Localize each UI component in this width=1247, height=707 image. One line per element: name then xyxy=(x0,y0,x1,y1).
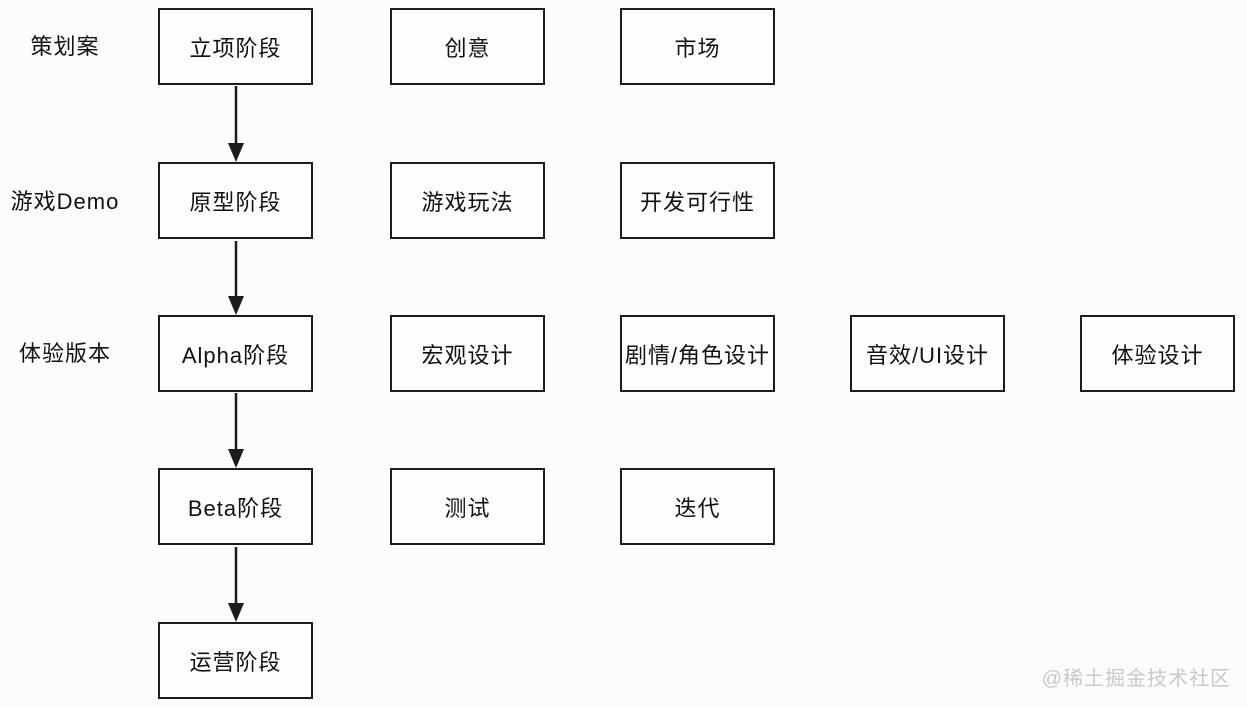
watermark: @稀土掘金技术社区 xyxy=(1041,668,1231,690)
flow-box-experience-design: 体验设计 xyxy=(1080,315,1235,392)
flow-box-label: 体验设计 xyxy=(1111,342,1204,368)
flow-box-alpha: Alpha阶段 xyxy=(158,315,313,392)
flow-arrow-alpha-to-beta xyxy=(228,393,244,468)
flow-box-market: 市场 xyxy=(620,8,775,85)
row-label-planning-doc: 策划案 xyxy=(30,34,100,59)
flow-box-project-initiation: 立项阶段 xyxy=(158,8,313,85)
flow-box-label: 迭代 xyxy=(674,495,721,521)
flow-box-prototype: 原型阶段 xyxy=(158,162,313,239)
flow-box-macro-design: 宏观设计 xyxy=(390,315,545,392)
flow-box-dev-feasibility: 开发可行性 xyxy=(620,162,775,239)
row-label-game-demo: 游戏Demo xyxy=(10,189,120,214)
flow-box-label: 测试 xyxy=(444,495,491,521)
flow-box-label: 市场 xyxy=(674,35,721,61)
flow-box-beta: Beta阶段 xyxy=(158,468,313,545)
flow-box-label: Beta阶段 xyxy=(187,495,284,521)
flow-box-label: 运营阶段 xyxy=(189,649,282,675)
flow-box-label: 游戏玩法 xyxy=(421,189,514,215)
flow-box-label: Alpha阶段 xyxy=(181,342,290,368)
flow-box-label: 创意 xyxy=(444,35,491,61)
flow-box-label: 音效/UI设计 xyxy=(865,342,990,368)
flow-box-iteration: 迭代 xyxy=(620,468,775,545)
flow-box-label: 立项阶段 xyxy=(189,35,282,61)
flow-box-label: 开发可行性 xyxy=(639,189,755,215)
flow-box-operation: 运营阶段 xyxy=(158,622,313,699)
flow-arrow-prototype-to-alpha xyxy=(228,241,244,315)
flow-arrow-beta-to-operation xyxy=(228,547,244,622)
flow-box-idea: 创意 xyxy=(390,8,545,85)
flow-arrow-initiation-to-prototype xyxy=(228,86,244,162)
row-label-experience-version: 体验版本 xyxy=(18,341,111,366)
flow-box-sound-ui-design: 音效/UI设计 xyxy=(850,315,1005,392)
flow-box-story-character-design: 剧情/角色设计 xyxy=(620,315,775,392)
flow-box-testing: 测试 xyxy=(390,468,545,545)
flow-box-label: 原型阶段 xyxy=(189,189,282,215)
flow-box-label: 宏观设计 xyxy=(421,342,514,368)
flow-box-label: 剧情/角色设计 xyxy=(624,342,771,368)
flow-box-gameplay: 游戏玩法 xyxy=(390,162,545,239)
